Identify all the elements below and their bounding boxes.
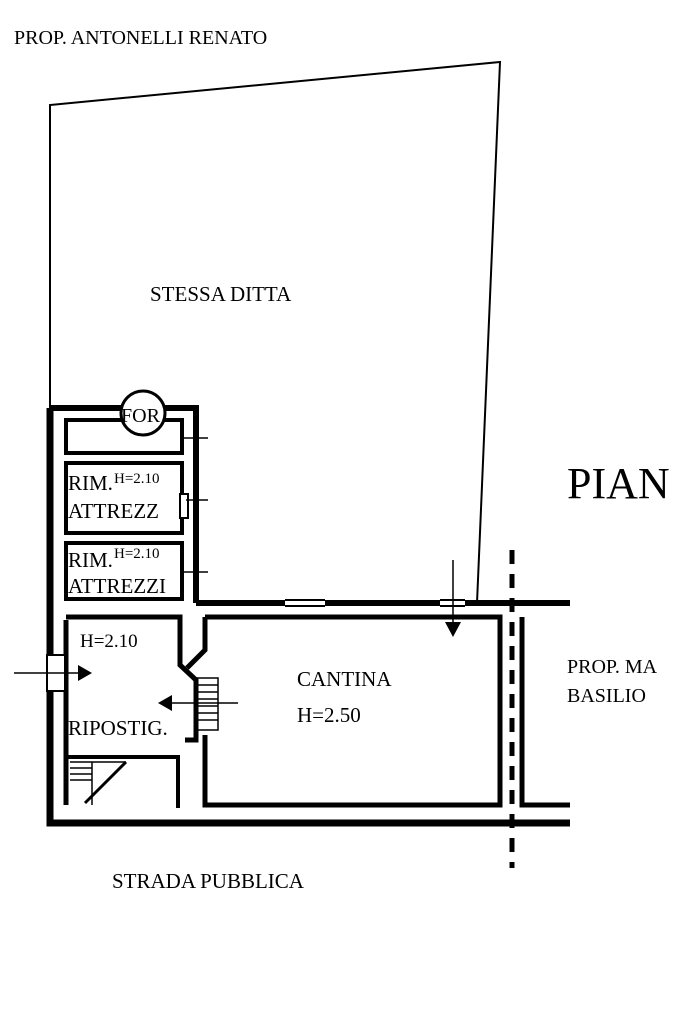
storage-1-height: H=2.10 (114, 471, 160, 487)
storage-1-sub: ATTREZZ (68, 499, 159, 523)
storage-room-2 (64, 541, 184, 601)
oven-icon (119, 389, 167, 437)
neighbor-label-line1: PROP. MA (567, 656, 658, 678)
cellar-walls (185, 614, 503, 808)
stair-slope (83, 760, 128, 805)
wing-top-wall (50, 405, 199, 603)
cellar-stairs (195, 677, 219, 731)
oven-label: FOR (121, 405, 161, 427)
floor-title: PIAN (567, 459, 670, 508)
storage-1-door (179, 493, 189, 519)
storage-2-sub: ATTREZZI (68, 574, 166, 598)
closet-label: RIPOSTIG. (68, 716, 168, 740)
entry-arrow-stairs (158, 695, 238, 711)
closet-height: H=2.10 (80, 631, 138, 652)
street-label: STRADA PUBBLICA (112, 869, 305, 893)
storage-2-name: RIM. (68, 548, 113, 572)
building-outer-wall (46, 408, 570, 827)
neighbor-wall (519, 617, 570, 808)
cellar-label: CANTINA (297, 667, 392, 691)
closet-walls (63, 614, 199, 805)
entry-arrow-left (14, 665, 92, 681)
storage-1-name: RIM. (68, 471, 113, 495)
under-stair-walls (66, 755, 180, 808)
courtyard-label: STESSA DITTA (150, 282, 292, 306)
entry-arrow-top (445, 560, 461, 637)
neighbor-label-line2: BASILIO (567, 685, 646, 707)
storage-2-height: H=2.10 (114, 546, 160, 562)
cellar-height: H=2.50 (297, 703, 361, 727)
window-1 (285, 599, 325, 607)
courtyard-boundary (49, 60, 502, 604)
owner-top-label: PROP. ANTONELLI RENATO (14, 27, 267, 49)
